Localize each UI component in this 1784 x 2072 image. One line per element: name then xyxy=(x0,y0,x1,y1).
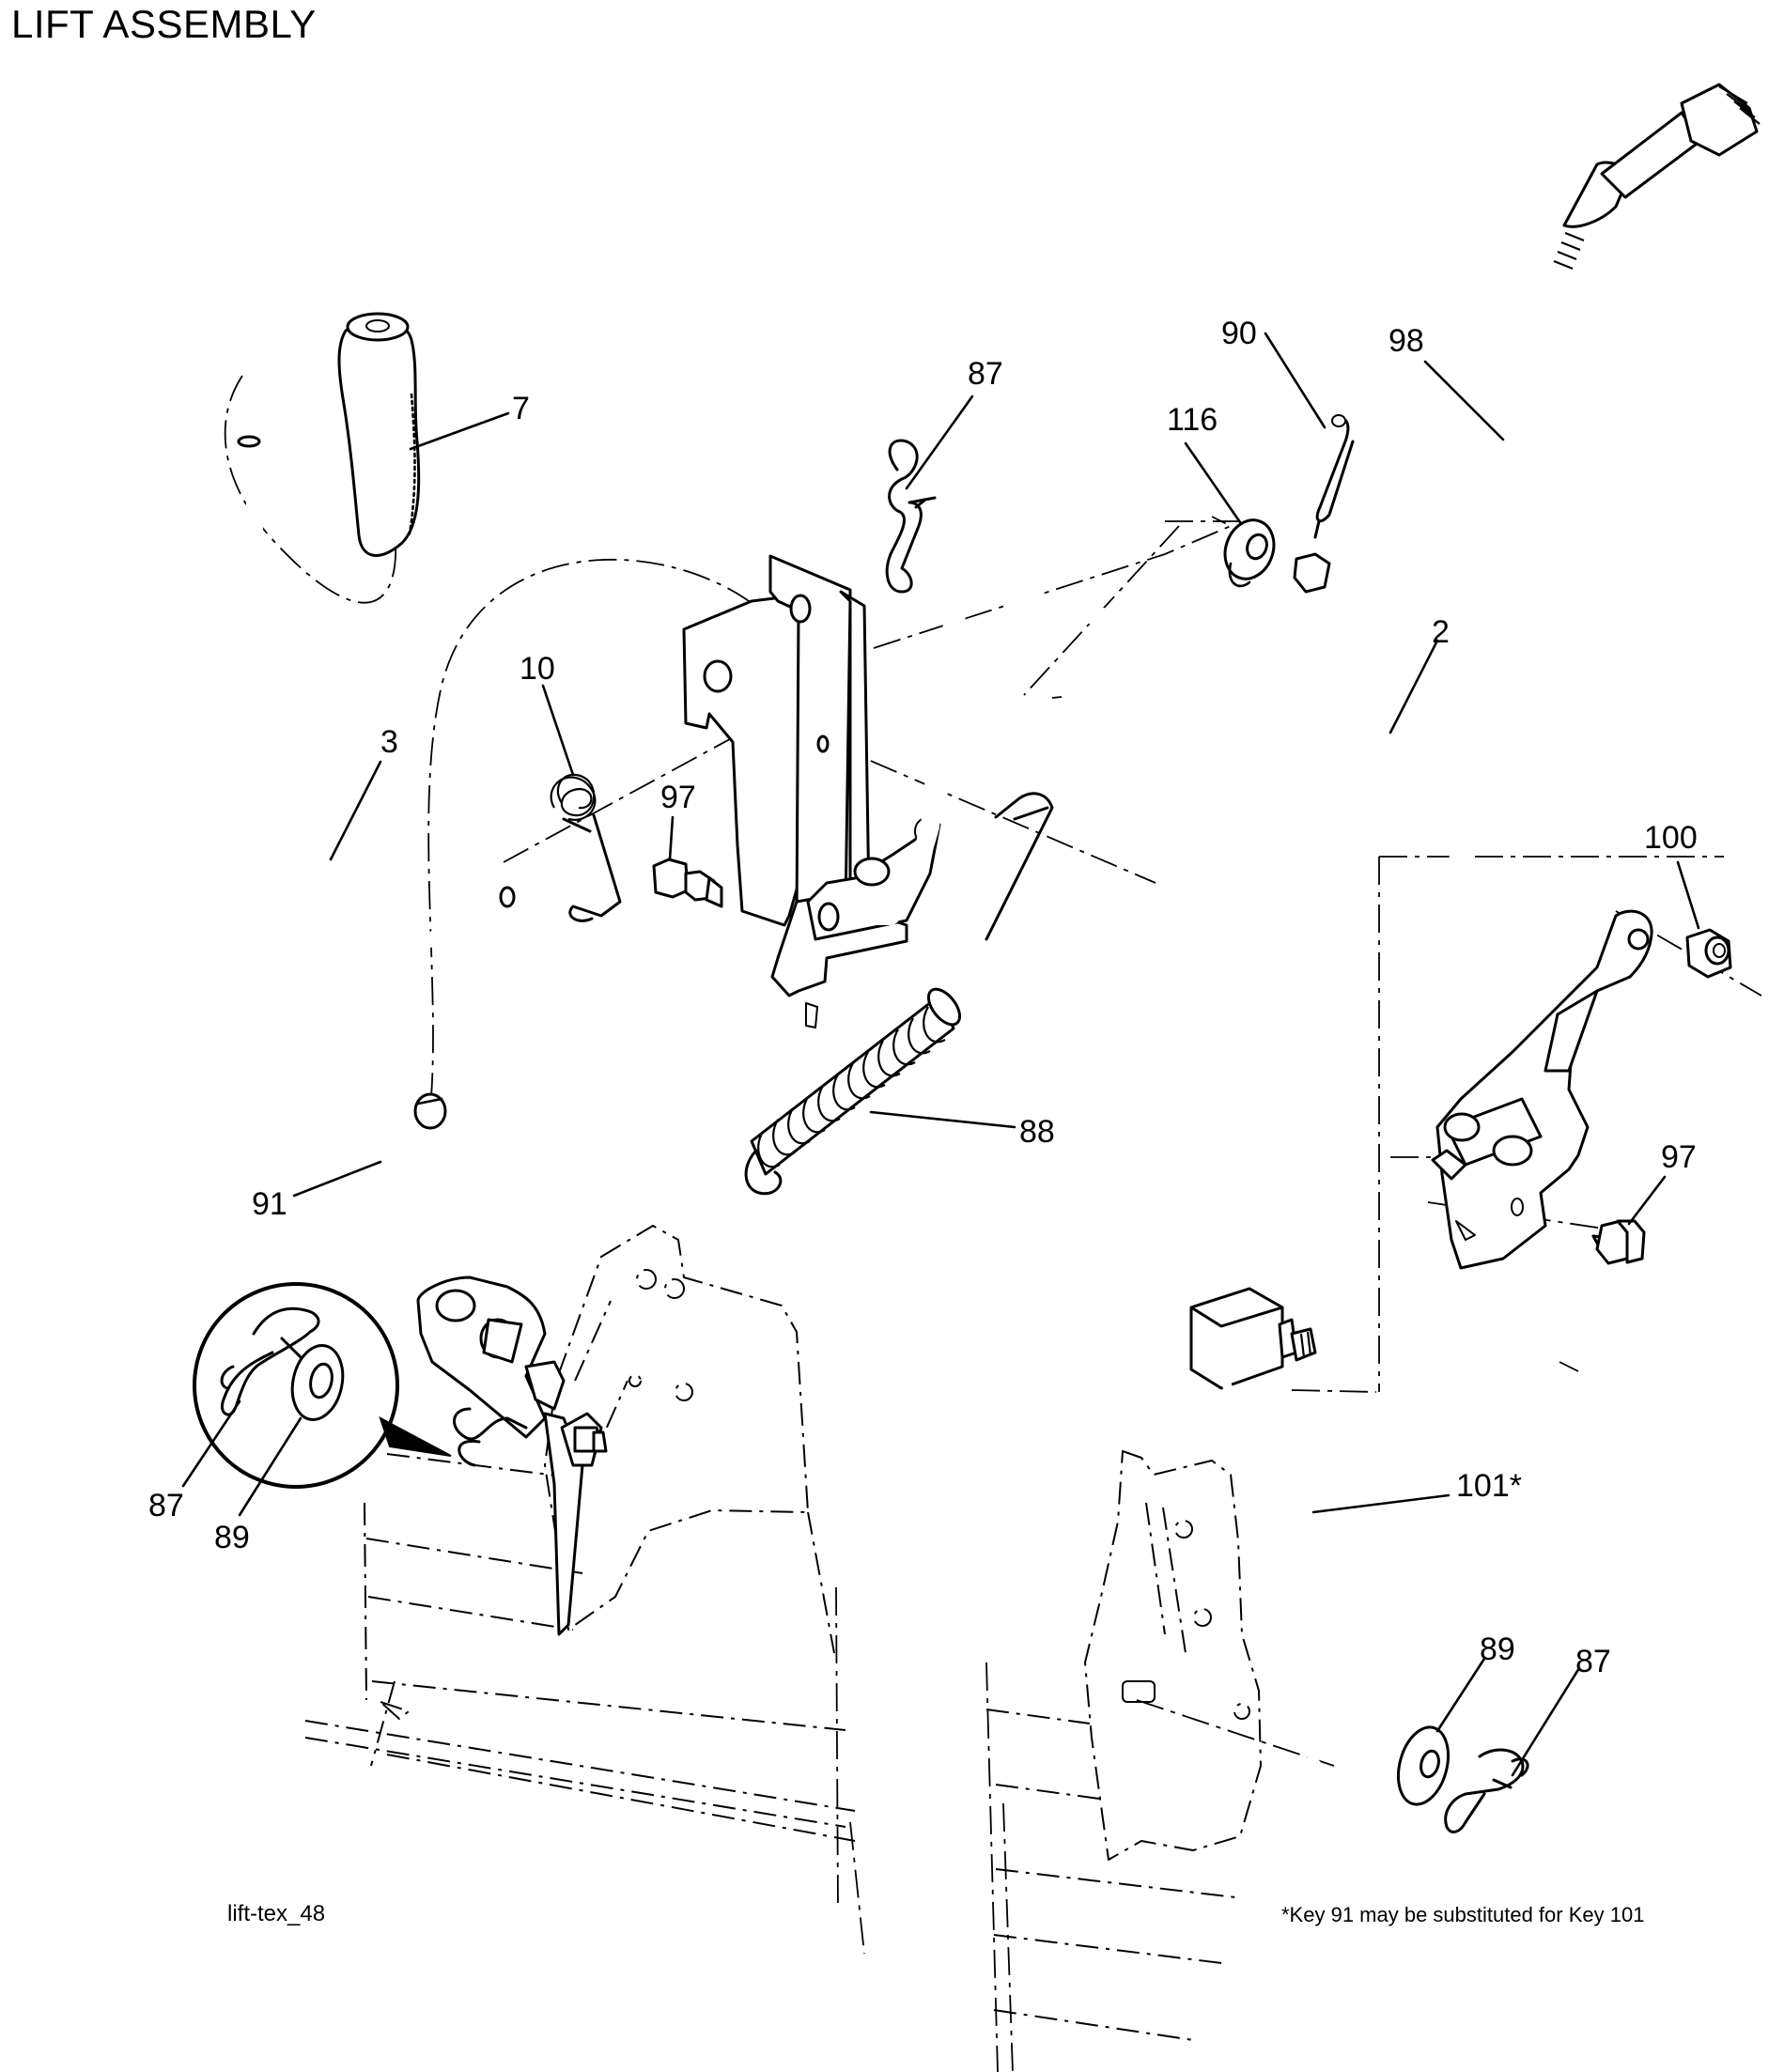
hairpin-clip-right xyxy=(1444,1748,1529,1833)
lift-link-right xyxy=(1189,1287,1366,1777)
callout-90: 90 xyxy=(1221,316,1257,351)
alignment-lines xyxy=(224,375,1762,1767)
callout-97-lower: 97 xyxy=(1661,1139,1697,1175)
drawing-id: lift-tex_48 xyxy=(227,1901,326,1926)
washer-89-right xyxy=(1397,1725,1450,1806)
washer-116 xyxy=(1223,518,1276,588)
callout-101: 101* xyxy=(1456,1468,1522,1504)
adjustment-rod xyxy=(1293,83,1761,594)
callout-87-detail: 87 xyxy=(148,1488,184,1523)
handle-grip xyxy=(337,312,421,557)
bolt-upper xyxy=(652,858,723,908)
callout-98: 98 xyxy=(1388,323,1424,359)
bolt-lower xyxy=(1591,1219,1646,1265)
callout-89-detail: 89 xyxy=(214,1520,250,1555)
spring-coils xyxy=(750,987,962,1176)
callout-88: 88 xyxy=(1019,1114,1055,1150)
extension-spring xyxy=(744,792,1054,1196)
lift-arm-bracket-right xyxy=(1431,909,1653,1270)
torsion-spring xyxy=(550,773,622,922)
callout-87-right: 87 xyxy=(1575,1644,1611,1679)
page-title: LIFT ASSEMBLY xyxy=(11,2,317,46)
hairpin-clip-upper xyxy=(885,439,937,594)
callouts: 7 87 90 98 116 2 10 3 97 100 88 97 91 87… xyxy=(148,316,1698,1679)
lift-arm-left xyxy=(416,1276,608,1636)
lift-link xyxy=(384,1092,459,1300)
callout-10: 10 xyxy=(520,651,555,687)
nut-100 xyxy=(1685,928,1732,979)
callout-2: 2 xyxy=(1432,614,1450,650)
callout-100: 100 xyxy=(1644,820,1698,856)
leader-lines xyxy=(181,332,1700,1777)
substitution-note: *Key 91 may be substituted for Key 101 xyxy=(1281,1903,1645,1926)
cotter-pin xyxy=(1313,414,1355,539)
callout-91: 91 xyxy=(252,1186,287,1222)
callout-3: 3 xyxy=(380,724,398,760)
lift-handle-rod xyxy=(237,434,516,959)
detail-inset xyxy=(193,1282,452,1489)
callout-97-upper: 97 xyxy=(660,780,696,815)
callout-87-upper: 87 xyxy=(968,356,1003,392)
lift-shaft xyxy=(817,581,1494,1174)
callout-116: 116 xyxy=(1167,402,1218,438)
callout-89-right: 89 xyxy=(1480,1631,1515,1667)
mower-deck-ghost xyxy=(304,1225,1262,2072)
callout-7: 7 xyxy=(512,391,530,426)
lift-bracket xyxy=(682,554,941,1028)
